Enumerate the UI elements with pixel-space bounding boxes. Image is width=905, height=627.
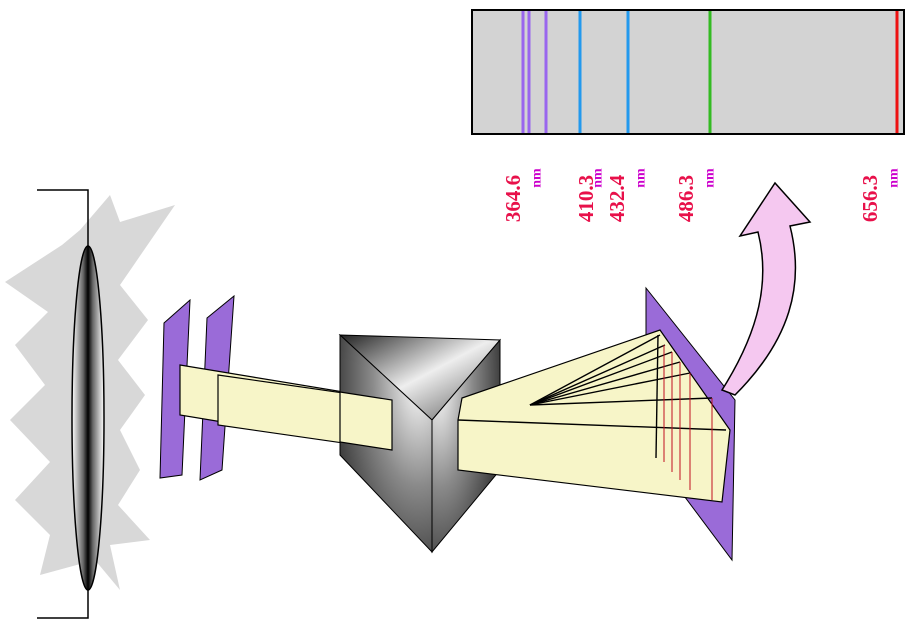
slit-1 bbox=[159, 298, 191, 479]
discharge-tube bbox=[71, 245, 105, 591]
source-bracket-bottom bbox=[37, 585, 89, 619]
wavelength-unit: nm bbox=[702, 168, 718, 188]
dispersed-beam bbox=[457, 329, 731, 503]
dispersion-lines bbox=[457, 334, 727, 459]
wavelength-value: 656.3 bbox=[858, 174, 883, 223]
curved-arrow bbox=[720, 181, 812, 396]
wavelength-value: 364.6 bbox=[501, 174, 526, 223]
spectrum-panel bbox=[471, 9, 905, 135]
spectrum-lines bbox=[521, 11, 899, 133]
incident-beam-end bbox=[339, 391, 393, 451]
spectral-marks-on-plate bbox=[663, 345, 713, 500]
wavelength-unit: nm bbox=[886, 168, 902, 188]
wavelength-value: 486.3 bbox=[674, 174, 699, 223]
wavelength-unit: nm bbox=[633, 168, 649, 188]
wavelength-unit: nm bbox=[529, 168, 545, 188]
source-bracket bbox=[37, 189, 89, 250]
wavelength-value: 432.4 bbox=[605, 174, 630, 223]
